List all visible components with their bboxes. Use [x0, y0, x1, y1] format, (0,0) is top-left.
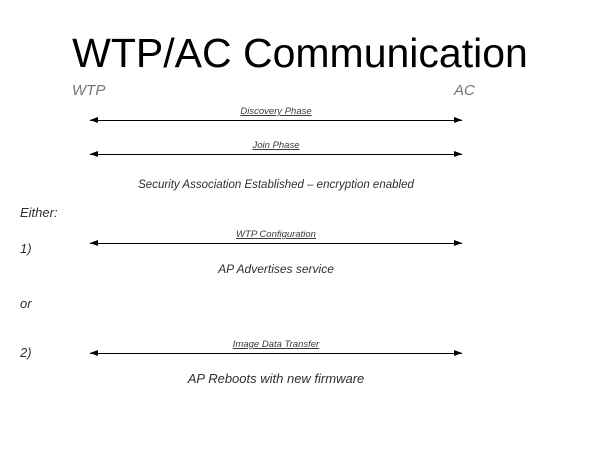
join-phase-label: Join Phase — [252, 140, 300, 151]
actor-wtp-label: WTP — [72, 82, 106, 99]
security-association-note: Security Association Established – encry… — [138, 179, 414, 191]
actor-ac-label: AC — [454, 82, 475, 99]
double-arrow-line — [90, 117, 462, 123]
slide-title: WTP/AC Communication — [72, 30, 528, 76]
ap-reboots-note: AP Reboots with new firmware — [187, 371, 365, 386]
double-arrow-line — [90, 350, 462, 356]
discovery-phase-label: Discovery Phase — [240, 106, 312, 117]
discovery-phase-arrow-group: Discovery Phase — [90, 106, 462, 123]
ap-advertises-note: AP Advertises service — [218, 262, 334, 276]
image-data-transfer-arrow-group: Image Data Transfer — [90, 339, 462, 356]
option-2-number: 2) — [20, 345, 32, 360]
wtp-configuration-arrow-group: WTP Configuration — [90, 229, 462, 246]
double-arrow-line — [90, 151, 462, 157]
either-label: Either: — [20, 205, 58, 220]
wtp-configuration-label: WTP Configuration — [236, 229, 316, 240]
join-phase-arrow-group: Join Phase — [90, 140, 462, 157]
or-label: or — [20, 296, 32, 311]
option-1-number: 1) — [20, 241, 32, 256]
double-arrow-line — [90, 240, 462, 246]
image-data-transfer-label: Image Data Transfer — [232, 339, 320, 350]
